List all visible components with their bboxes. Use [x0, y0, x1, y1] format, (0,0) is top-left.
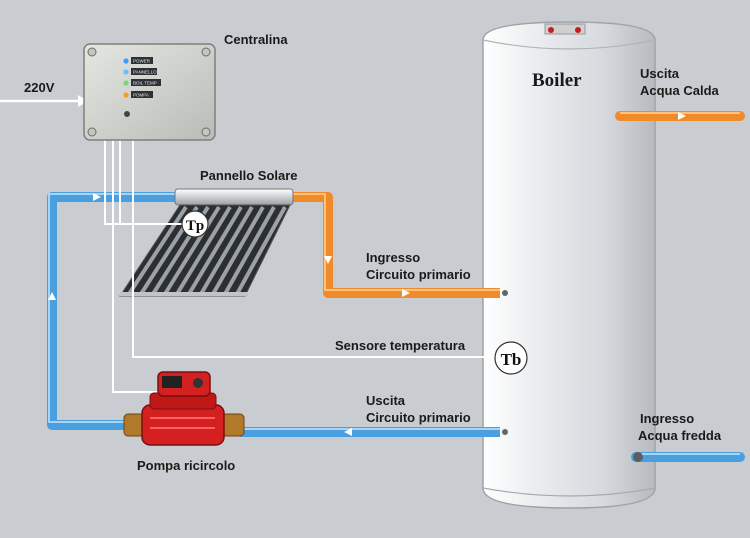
sensor-tp-label: Tp [186, 218, 204, 234]
primary-supply-pipe [290, 192, 500, 298]
sensor-tp: Tp [181, 210, 209, 238]
flow-arrow-icon [344, 428, 352, 436]
cold-water-inlet-pipe [631, 452, 745, 462]
solar-panel [119, 188, 294, 297]
flow-arrow-icon [402, 289, 410, 297]
led-pump-icon [123, 92, 129, 98]
recirculation-pump [123, 371, 245, 446]
screw-icon [201, 127, 211, 137]
led-label: POWER [133, 59, 151, 64]
screw-icon [201, 47, 211, 57]
boiler-label: Boiler [532, 70, 582, 91]
primary-in-label-line1: Ingresso [366, 250, 420, 265]
flow-arrow-icon [324, 256, 332, 264]
boiler-valve-icon [575, 27, 581, 33]
boiler-port [502, 429, 508, 435]
sensor-tb: Tb [494, 341, 528, 375]
boiler-valve-icon [548, 27, 554, 33]
flow-arrow-icon [48, 292, 56, 300]
temp-sensor-label: Sensore temperatura [335, 338, 466, 353]
led-boil-icon [123, 80, 129, 86]
screw-icon [87, 47, 97, 57]
sensor-tb-label: Tb [501, 350, 522, 369]
led-row: POWER PANNELLO BOIL TEMP POMPA [123, 57, 161, 98]
cold-in-label-line2: Acqua fredda [638, 428, 722, 443]
knob-icon [124, 111, 130, 117]
power-input-arrow [0, 95, 88, 107]
led-label: BOIL TEMP [133, 81, 157, 86]
hot-out-label-line2: Acqua Calda [640, 83, 720, 98]
panel-manifold [174, 188, 294, 206]
primary-out-label-line1: Uscita [366, 393, 406, 408]
boiler-tank [482, 21, 656, 509]
flow-arrow-icon [678, 112, 686, 120]
cold-in-label-line1: Ingresso [640, 411, 694, 426]
led-power-icon [123, 58, 129, 64]
boiler-port [502, 290, 508, 296]
led-panel-icon [123, 69, 129, 75]
primary-in-label-line2: Circuito primario [366, 267, 471, 282]
solar-panel-label: Pannello Solare [200, 168, 298, 183]
hot-out-label-line1: Uscita [640, 66, 680, 81]
power-label: 220V [24, 80, 55, 95]
led-label: POMPA [133, 93, 149, 98]
flow-arrow-icon [93, 193, 101, 201]
primary-out-label-line2: Circuito primario [366, 410, 471, 425]
screw-icon [87, 127, 97, 137]
hot-water-outlet-pipe [615, 111, 745, 121]
controller-label: Centralina [224, 32, 288, 47]
controller-box: POWER PANNELLO BOIL TEMP POMPA [83, 43, 216, 141]
arrow-right-icon [78, 95, 88, 107]
pump-label: Pompa ricircolo [137, 458, 235, 473]
led-label: PANNELLO [133, 70, 157, 75]
controller-wires [104, 140, 495, 393]
